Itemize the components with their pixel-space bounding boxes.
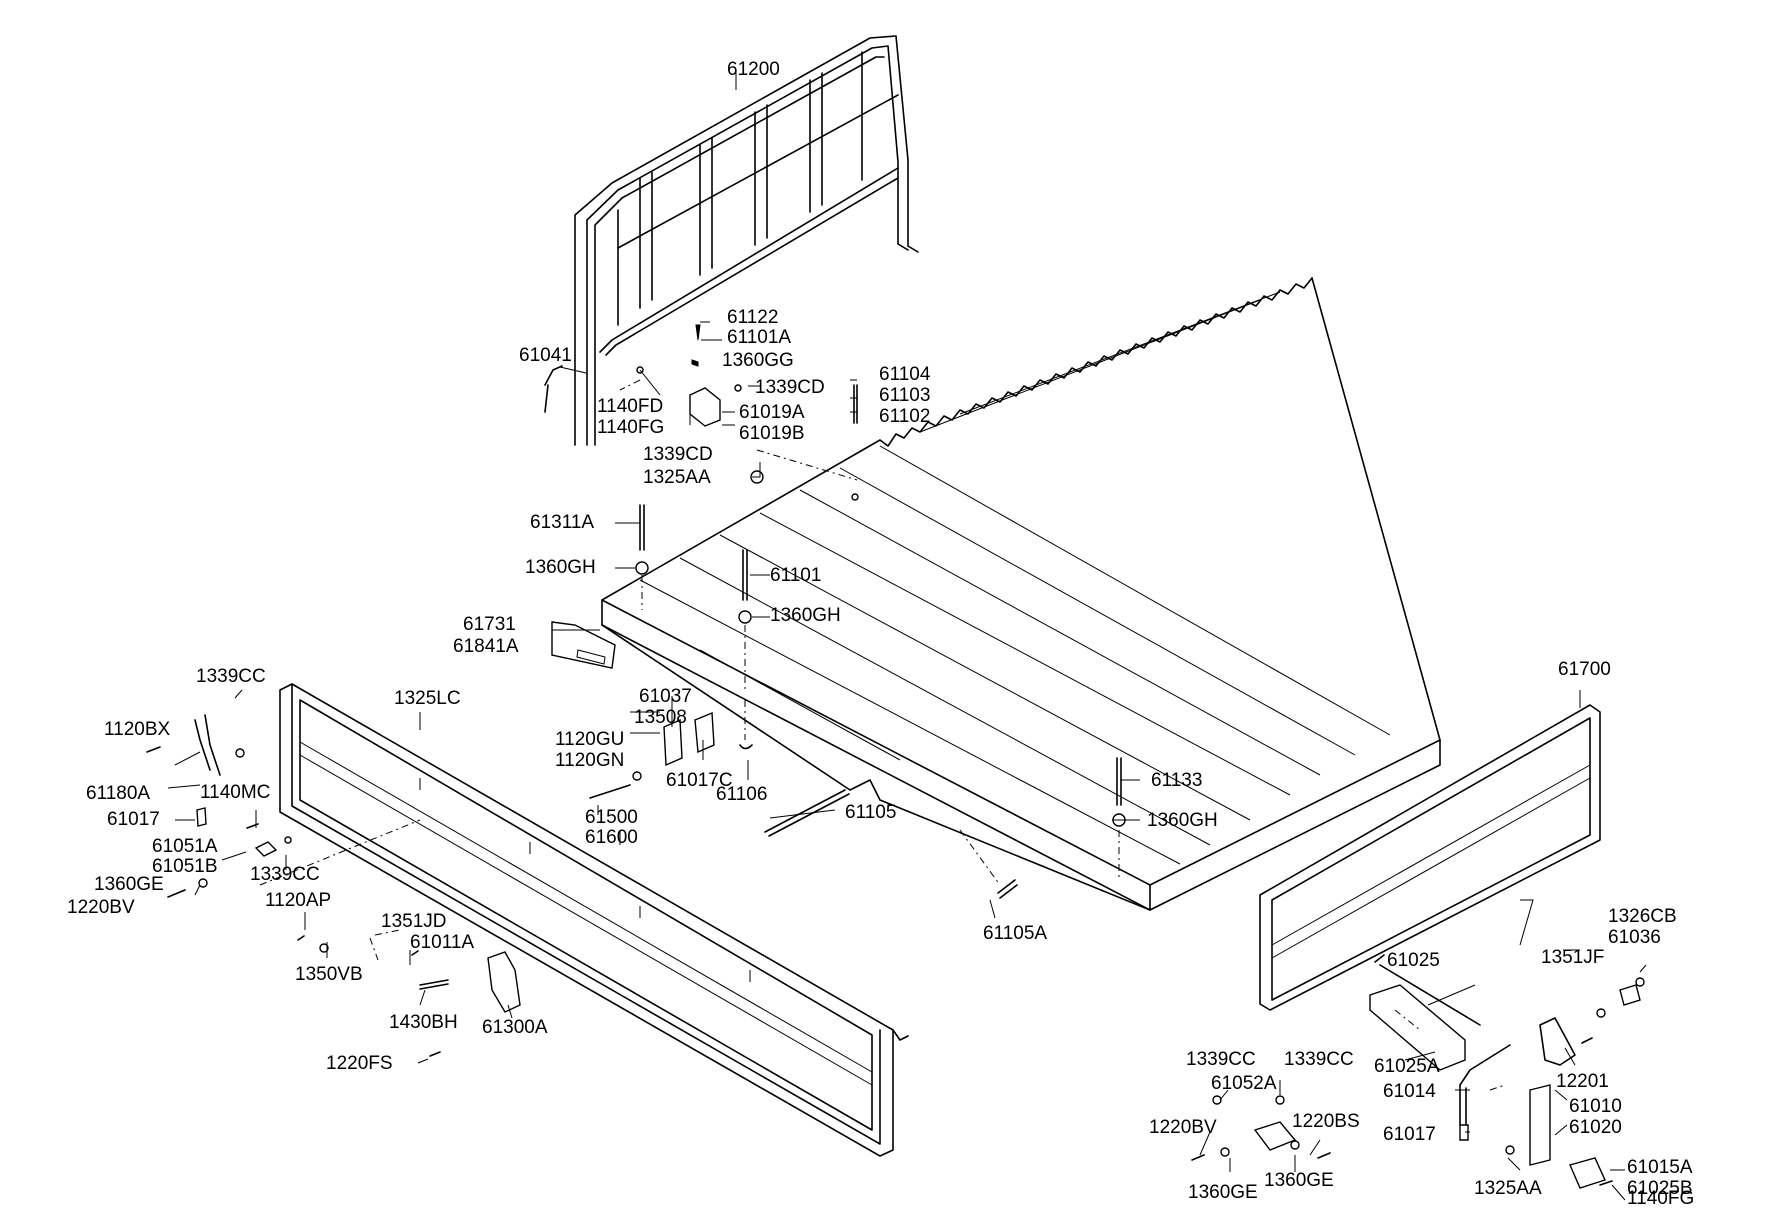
label-1326CB: 1326CB (1608, 906, 1677, 927)
label-1140FG-2: 1140FG (1627, 1188, 1694, 1209)
label-1120GN: 1120GN (555, 750, 624, 771)
label-61041: 61041 (519, 345, 572, 366)
label-61101A: 61101A (727, 327, 791, 348)
label-1360GE: 1360GE (94, 874, 164, 895)
label-61052A: 61052A (1211, 1073, 1277, 1094)
label-61036: 61036 (1608, 927, 1661, 948)
label-1360GE-2: 1360GE (1188, 1182, 1258, 1203)
label-61180A: 61180A (86, 783, 150, 804)
hardware (146, 324, 1645, 1189)
label-1360GH-2: 1360GH (770, 605, 841, 626)
label-1325AA: 1325AA (643, 467, 711, 488)
label-1120AP: 1120AP (265, 890, 331, 911)
label-61105: 61105 (845, 802, 896, 823)
label-1350VB: 1350VB (295, 964, 363, 985)
label-1220BV-2: 1220BV (1149, 1117, 1217, 1138)
label-61017-2: 61017 (1383, 1124, 1436, 1145)
label-61500: 61500 (585, 807, 638, 828)
label-1220FS: 1220FS (326, 1053, 393, 1074)
label-61025B: 61025B (1627, 1178, 1693, 1199)
label-61106: 61106 (716, 784, 767, 805)
label-61311A: 61311A (530, 512, 594, 533)
label-1339CD: 1339CD (755, 377, 825, 398)
label-1339CC: 1339CC (196, 666, 266, 687)
label-61101: 61101 (770, 565, 821, 586)
label-1360GH: 1360GH (525, 557, 596, 578)
label-1220BS: 1220BS (1292, 1111, 1360, 1132)
label-61300A: 61300A (482, 1017, 548, 1038)
label-1351JD: 1351JD (381, 911, 447, 932)
label-1220BV: 1220BV (67, 897, 135, 918)
label-1140FG: 1140FG (597, 417, 664, 438)
label-61600: 61600 (585, 827, 638, 848)
label-1360GG: 1360GG (722, 350, 794, 371)
label-1325AA-2: 1325AA (1474, 1178, 1542, 1199)
label-61011A: 61011A (410, 932, 474, 953)
left-side-panel (279, 683, 909, 1157)
part-61041 (544, 365, 563, 413)
label-61122: 61122 (727, 307, 778, 328)
label-61025A: 61025A (1374, 1056, 1440, 1077)
label-61019B: 61019B (739, 423, 805, 444)
label-61010: 61010 (1569, 1096, 1622, 1117)
label-61019A: 61019A (739, 402, 805, 423)
label-61133: 61133 (1151, 770, 1202, 791)
floor-deck (601, 277, 1441, 911)
label-1360GH-3: 1360GH (1147, 810, 1218, 831)
label-61103: 61103 (879, 385, 930, 406)
label-61104: 61104 (879, 364, 931, 385)
label-61014: 61014 (1383, 1081, 1436, 1102)
label-61841A: 61841A (453, 636, 519, 657)
leader-lines (167, 70, 1647, 1201)
label-1339CC-4: 1339CC (1284, 1049, 1354, 1070)
label-1140MC: 1140MC (200, 782, 270, 803)
label-61017: 61017 (107, 809, 160, 830)
label-1339CC-2: 1339CC (250, 864, 320, 885)
label-1339CD-2: 1339CD (643, 444, 713, 465)
label-61731: 61731 (463, 614, 516, 635)
label-61020: 61020 (1569, 1117, 1622, 1138)
label-1120BX: 1120BX (104, 719, 171, 740)
label-61102: 61102 (879, 406, 930, 427)
label-1351JF: 1351JF (1541, 947, 1604, 968)
label-1325LC: 1325LC (394, 688, 461, 709)
label-1430BH: 1430BH (389, 1012, 458, 1033)
label-61105A: 61105A (983, 923, 1047, 944)
label-1140FD: 1140FD (597, 396, 663, 417)
label-61015A: 61015A (1627, 1157, 1693, 1178)
label-1120GU: 1120GU (555, 729, 624, 750)
label-12201: 12201 (1556, 1071, 1609, 1092)
label-1339CC-3: 1339CC (1186, 1049, 1256, 1070)
part-labels: 61200 61041 61122 61101A 1360GG 1140FD 1… (67, 59, 1694, 1209)
label-61200: 61200 (727, 59, 780, 80)
right-side-panel (1259, 704, 1601, 1011)
label-61025: 61025 (1387, 950, 1440, 971)
label-1360GE-3: 1360GE (1264, 1170, 1334, 1191)
label-13508: 13508 (634, 707, 687, 728)
label-61037: 61037 (639, 686, 692, 707)
label-61700: 61700 (1558, 659, 1611, 680)
label-61017C: 61017C (666, 770, 733, 791)
label-61051B: 61051B (152, 856, 218, 877)
headboard-frame (574, 35, 919, 446)
label-61051A: 61051A (152, 836, 218, 857)
